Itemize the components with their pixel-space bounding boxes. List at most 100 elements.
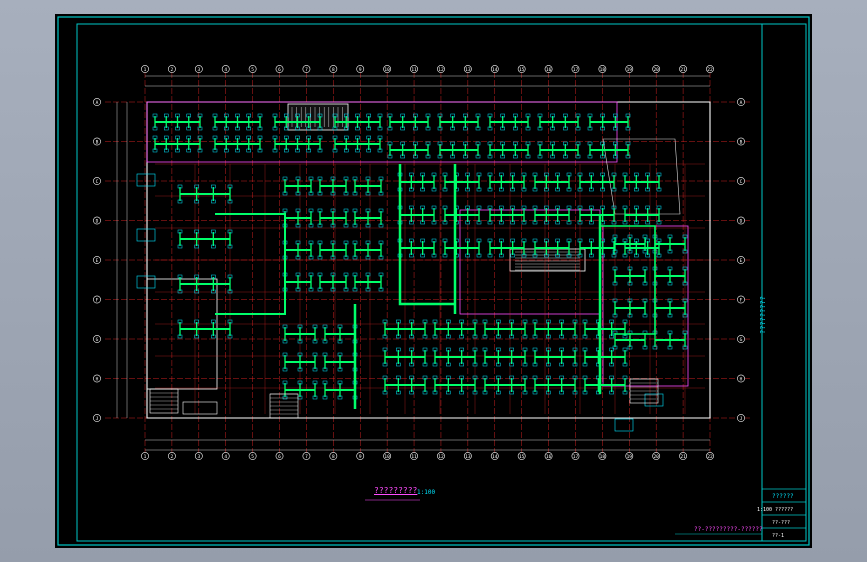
air-diffuser <box>622 238 628 243</box>
air-diffuser <box>656 205 662 210</box>
axis-bubble <box>93 177 101 185</box>
air-diffuser <box>500 113 505 118</box>
air-diffuser <box>566 220 572 225</box>
air-diffuser <box>559 347 564 352</box>
air-diffuser <box>352 191 358 196</box>
axis-number-label: 2 <box>171 454 174 460</box>
air-diffuser <box>537 126 543 131</box>
axis-number-label: 15 <box>519 67 525 73</box>
air-diffuser <box>645 172 650 177</box>
air-diffuser <box>537 141 543 146</box>
air-diffuser <box>212 148 218 153</box>
air-diffuser <box>544 187 549 192</box>
air-diffuser <box>446 375 451 380</box>
air-diffuser <box>509 334 514 339</box>
air-diffuser <box>609 375 614 380</box>
main-trunk <box>353 164 602 409</box>
cad-drawing-canvas[interactable]: 1122334455667788991010111112121313141415… <box>55 14 812 548</box>
axis-bubble <box>737 414 745 422</box>
air-diffuser <box>420 205 425 210</box>
air-diffuser <box>450 126 455 131</box>
air-diffuser <box>194 199 199 204</box>
air-diffuser <box>330 176 336 181</box>
air-diffuser <box>476 253 482 258</box>
axis-number-label: 6 <box>278 454 281 460</box>
air-diffuser <box>482 334 488 339</box>
air-diffuser <box>365 240 371 245</box>
air-diffuser <box>272 148 278 153</box>
air-diffuser <box>582 347 588 352</box>
air-diffuser <box>152 126 158 131</box>
air-diffuser <box>432 319 438 324</box>
axis-number-label: 18 <box>600 67 606 73</box>
air-diffuser <box>344 126 349 131</box>
air-diffuser <box>487 253 493 258</box>
axis-number-label: 1 <box>144 454 147 460</box>
air-diffuser <box>343 287 349 292</box>
axis-bubble <box>490 65 499 73</box>
air-diffuser <box>211 184 216 189</box>
axis-bubble <box>598 65 607 73</box>
air-diffuser <box>235 148 240 153</box>
air-diffuser <box>177 334 183 339</box>
air-diffuser <box>365 176 371 181</box>
air-diffuser <box>400 154 405 159</box>
air-diffuser <box>622 375 628 380</box>
air-diffuser <box>343 191 349 196</box>
axis-bubble <box>410 65 418 73</box>
air-diffuser <box>612 345 618 350</box>
air-diffuser <box>532 334 538 339</box>
axis-bubble <box>168 65 176 73</box>
air-diffuser <box>227 199 233 204</box>
annotation-tag <box>614 418 634 432</box>
air-diffuser <box>496 375 501 380</box>
air-diffuser <box>465 220 470 225</box>
air-diffuser <box>308 287 314 292</box>
air-diffuser <box>211 274 216 279</box>
air-diffuser <box>475 126 481 131</box>
air-diffuser <box>559 319 564 324</box>
air-diffuser <box>297 339 303 344</box>
air-diffuser <box>425 154 431 159</box>
axis-number-label: 15 <box>519 454 525 460</box>
axis-bubble <box>93 374 101 383</box>
air-diffuser <box>589 172 594 177</box>
air-diffuser <box>645 253 650 258</box>
air-diffuser <box>431 187 437 192</box>
air-diffuser <box>330 272 336 277</box>
air-diffuser <box>431 205 437 210</box>
air-diffuser <box>600 154 605 159</box>
axis-number-label: 2 <box>171 67 174 73</box>
air-diffuser <box>332 148 338 153</box>
axis-number-label: 13 <box>465 454 471 460</box>
air-diffuser <box>306 135 311 140</box>
air-diffuser <box>194 229 199 234</box>
axis-number-label: 19 <box>627 67 633 73</box>
axis-bubble <box>248 452 257 460</box>
axis-bubble <box>737 374 745 383</box>
air-diffuser <box>378 223 384 228</box>
axis-number-label: 14 <box>492 67 498 73</box>
axis-bubble <box>248 65 257 73</box>
air-diffuser <box>532 238 538 243</box>
air-diffuser <box>400 113 405 118</box>
air-diffuser <box>308 255 314 260</box>
air-diffuser <box>337 324 343 329</box>
air-diffuser <box>352 208 358 213</box>
air-diffuser <box>422 362 428 367</box>
air-diffuser <box>482 390 488 395</box>
air-diffuser <box>682 330 688 335</box>
air-diffuser <box>550 141 555 146</box>
air-diffuser <box>420 172 425 177</box>
air-diffuser <box>625 126 631 131</box>
axis-letter-label: B <box>96 139 99 145</box>
air-diffuser <box>667 298 673 303</box>
air-diffuser <box>600 187 605 192</box>
axis-number-label: 6 <box>278 67 281 73</box>
air-diffuser <box>510 238 515 243</box>
axis-bubble <box>275 65 284 73</box>
air-diffuser <box>667 345 673 350</box>
air-diffuser <box>589 238 594 243</box>
air-diffuser <box>194 244 199 249</box>
